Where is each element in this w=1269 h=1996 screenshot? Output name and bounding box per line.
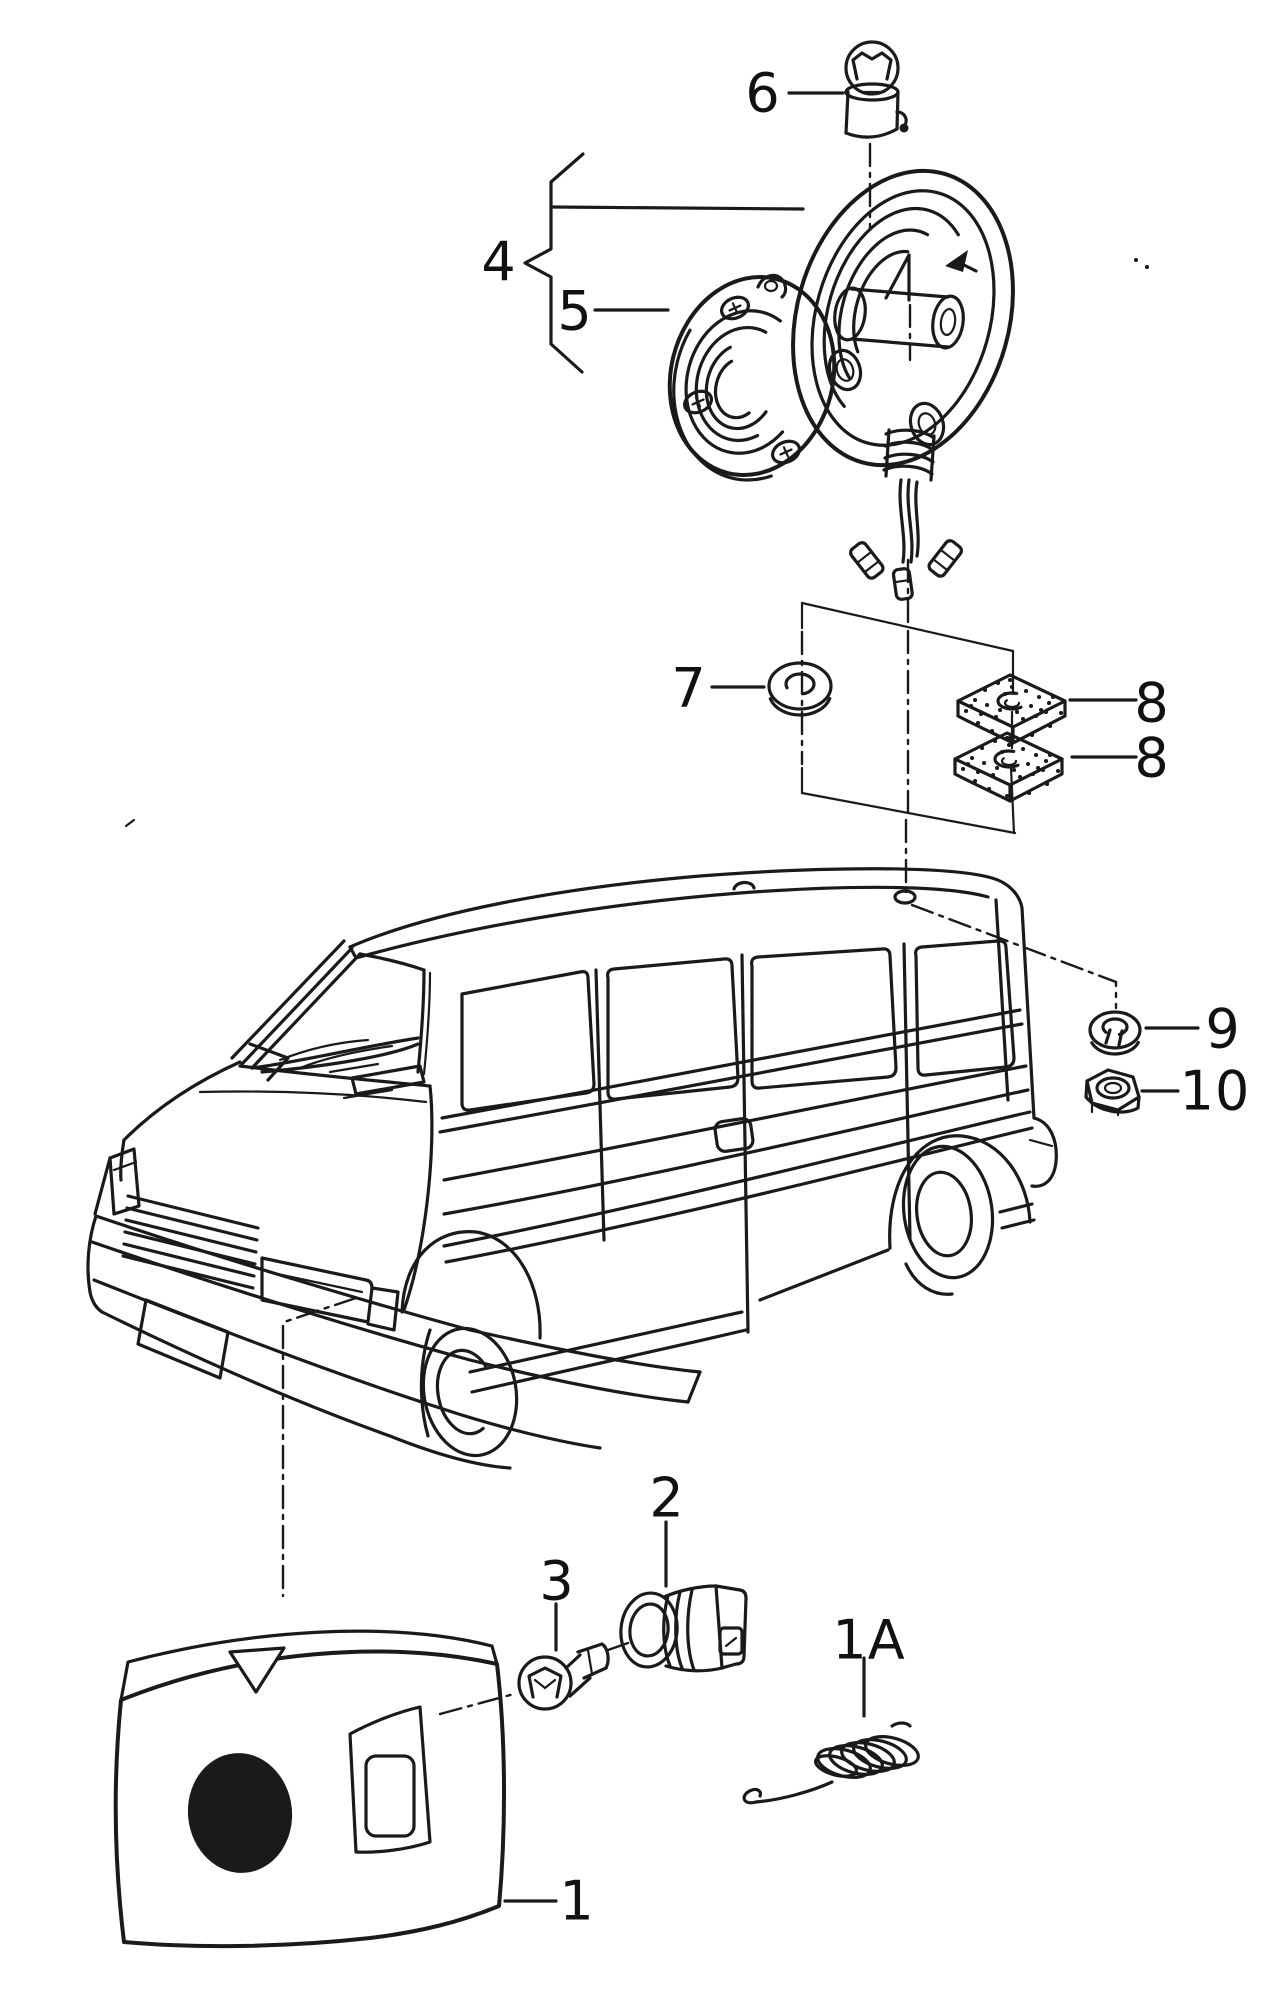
bulb-hole	[187, 1753, 293, 1873]
callout-1-label: 1	[559, 1869, 595, 1933]
lamp-housing-illustration	[791, 168, 1149, 629]
callout-1A-label: 1A	[832, 1608, 906, 1672]
pad-upper-illustration	[956, 673, 1067, 745]
door-handle	[713, 1117, 755, 1153]
small-bulb-illustration	[438, 1602, 630, 1716]
callout-8-lower-label: 8	[1134, 726, 1170, 790]
callout-10-label: 10	[1179, 1059, 1251, 1123]
washer-illustration	[710, 661, 833, 717]
mounting-panel-illustration	[710, 601, 1138, 894]
callout-8-upper-label: 8	[1134, 671, 1170, 735]
spring-illustration	[742, 1656, 920, 1805]
direction-arrow-icon	[945, 250, 968, 272]
callout-4-label: 4	[481, 230, 517, 294]
bulb-holder-illustration	[619, 1520, 748, 1673]
signal-bulb-illustration	[787, 40, 909, 230]
van-illustration	[86, 818, 1058, 1470]
callout-5-label: 5	[557, 279, 593, 343]
callout-9-label: 9	[1205, 997, 1241, 1061]
callout-7-label: 7	[671, 656, 707, 720]
callout-6-label: 6	[745, 61, 781, 125]
turn-signal-lens-illustration	[113, 1629, 558, 1949]
lock-washer-illustration	[1088, 1010, 1200, 1056]
pad-lower-illustration	[953, 731, 1064, 803]
callout-3-label: 3	[539, 1549, 575, 1613]
callout-2-label: 2	[649, 1466, 685, 1530]
assembly-bracket	[523, 152, 805, 374]
fastener-illustrations	[910, 903, 1200, 1117]
cover-plate-illustration	[593, 273, 840, 482]
hex-nut-illustration	[1084, 1068, 1180, 1117]
